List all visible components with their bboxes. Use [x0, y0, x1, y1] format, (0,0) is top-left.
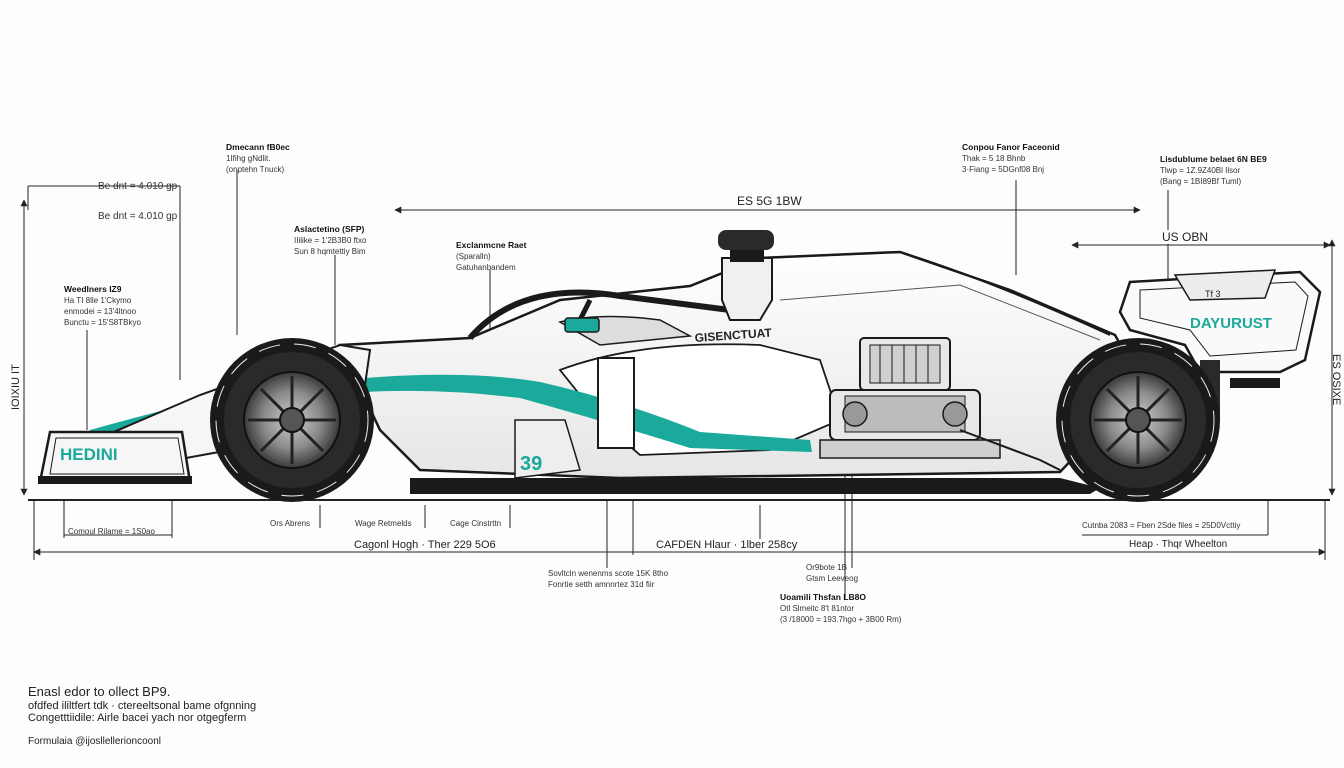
annotation-line: Otl Slmeitc 8't 81ntor	[780, 604, 854, 613]
annotation-line: Fonrtie setth amnnrtez 31d fiir	[548, 580, 655, 589]
annotation-line: Be dnt = 4.010 gp	[98, 211, 178, 222]
annotation-aero-block: Aslactetino (SFP) IIilike = 1'2B3B0 ftxo…	[294, 224, 366, 257]
annotation-compound-block: Conpou Fanor Faceonid Thak = 5 18 Bhnb 3…	[962, 142, 1060, 175]
rear-wing-text: DAYURUST	[1190, 315, 1272, 332]
dim-ground-span: Cagonl Hogh · Ther 229 5O6	[350, 539, 500, 551]
airbox-text: Tf 3	[1205, 289, 1221, 299]
annotation-line: (Bang = 1BI89Bf Tuml)	[1160, 177, 1242, 186]
annotation-wheelbase-block: Weedlners IZ9 Ha TI 8lle 1'Ckymo enmodei…	[64, 284, 141, 328]
annotation-line: Gtsm Leeveog	[806, 574, 859, 583]
annotation-line: enmodei = 13'4ltnoo	[64, 307, 137, 316]
annotation-title: Weedlners IZ9	[64, 284, 122, 294]
annotation-dimension-block: Dmecann fB0ec 1Ifihg gNdlit. (onptehn Tn…	[226, 142, 290, 175]
rear-wheel	[1056, 338, 1220, 502]
front-wing: HEDINI	[38, 430, 192, 484]
annotation-mid-notes: Or9bote 1B Gtsm Leeveog	[806, 562, 858, 584]
front-wheel	[210, 338, 374, 502]
annotation-line: 1Ifihg gNdlit.	[226, 154, 271, 163]
dim-ground-right: Heap · Thqr Wheelton	[1125, 539, 1232, 550]
annotation-center-notes: Sovltcln wenenms scote 15K 8tho Fonrtie …	[548, 568, 668, 590]
car-number: 39	[520, 453, 542, 475]
power-unit	[819, 337, 1061, 471]
annotation-limit-block: Lisdublume belaet 6N BE9 Tlwp = 1Z.9Z40B…	[1160, 154, 1267, 187]
annotation-line: 3·Fiang = 5DGnf08 Bnj	[962, 165, 1045, 174]
annotation-title: Uoamili Thsfan LB8O	[780, 592, 866, 602]
footer-credit: Formulaia @ijosllellerioncoonl	[28, 736, 161, 747]
annotation-line: (3 /18000 = 193.7hgo + 3B00 Rm)	[780, 615, 902, 624]
annotation-hub-block: Uoamili Thsfan LB8O Otl Slmeitc 8't 81nt…	[780, 592, 901, 625]
annotation-line: Thak = 5 18 Bhnb	[962, 154, 1026, 163]
annotation-line: Sovltcln wenenms scote 15K 8tho	[548, 569, 669, 578]
dim-top-span: ES 5G 1BW	[733, 194, 806, 208]
annotation-cage: Cage Cinstrttn	[450, 519, 502, 528]
annotation-title: Exclanmcne Raet	[456, 240, 527, 250]
annotation-line: (Sparalln)	[456, 252, 491, 261]
annotation-ors: Ors Abrens	[270, 519, 311, 528]
annotation-title: Dmecann fB0ec	[226, 142, 290, 152]
dim-rear-span: US OBN	[1158, 230, 1213, 244]
annotation-line: Tlwp = 1Z.9Z40Bl Ilsor	[1160, 166, 1241, 175]
annotation-wage: Wage Retmelds	[355, 519, 412, 528]
annotation-line: Ha TI 8lle 1'Ckymo	[64, 296, 132, 305]
dim-right-height: ES OSIXE	[1330, 354, 1342, 406]
annotation-line: IIilike = 1'2B3B0 ftxo	[294, 236, 367, 245]
annotation-title: Lisdublume belaet 6N BE9	[1160, 154, 1267, 164]
annotation-dimension-a: Be dnt = 4.010 gp Be dnt = 4.010 gp	[98, 172, 177, 232]
annotation-exhaust-block: Exclanmcne Raet (Sparalln) Gatuhanbandem	[456, 240, 526, 273]
footer-title: Enasl edor to ollect BP9.	[28, 684, 171, 699]
annotation-line: Bunctu = 15'S8TBkyo	[64, 318, 141, 327]
annotation-line: Or9bote 1B	[806, 563, 847, 572]
dim-ground-center: CAFDEN Hlaur · 1lber 258cy	[652, 539, 802, 551]
front-wing-text: HEDINI	[60, 445, 118, 464]
dim-left-height: IOIXIU IT	[10, 364, 22, 410]
footer-line: Congetttiidile: Airle bacei yach nor otg…	[28, 712, 247, 724]
annotation-front-gap: Comoul Rilame = 1S0ao	[68, 527, 155, 536]
annotation-line: Sun 8 hqmtettiy Bim	[294, 247, 366, 256]
footer-line: ofdfed ililtfert tdk · ctereeltsonal bam…	[28, 700, 257, 712]
annotation-line: Gatuhanbandem	[456, 263, 516, 272]
annotation-line: Be dnt = 4.010 gp	[98, 181, 178, 192]
annotation-title: Conpou Fanor Faceonid	[962, 142, 1060, 152]
sidepod-text: GISENCTUAT	[694, 326, 773, 345]
annotation-carbon-rt: Cutnba 2083 = Fben 2Sde files = 25D0Vctt…	[1082, 521, 1241, 530]
annotation-title: Aslactetino (SFP)	[294, 224, 365, 234]
annotation-line: (onptehn Tnuck)	[226, 165, 285, 174]
